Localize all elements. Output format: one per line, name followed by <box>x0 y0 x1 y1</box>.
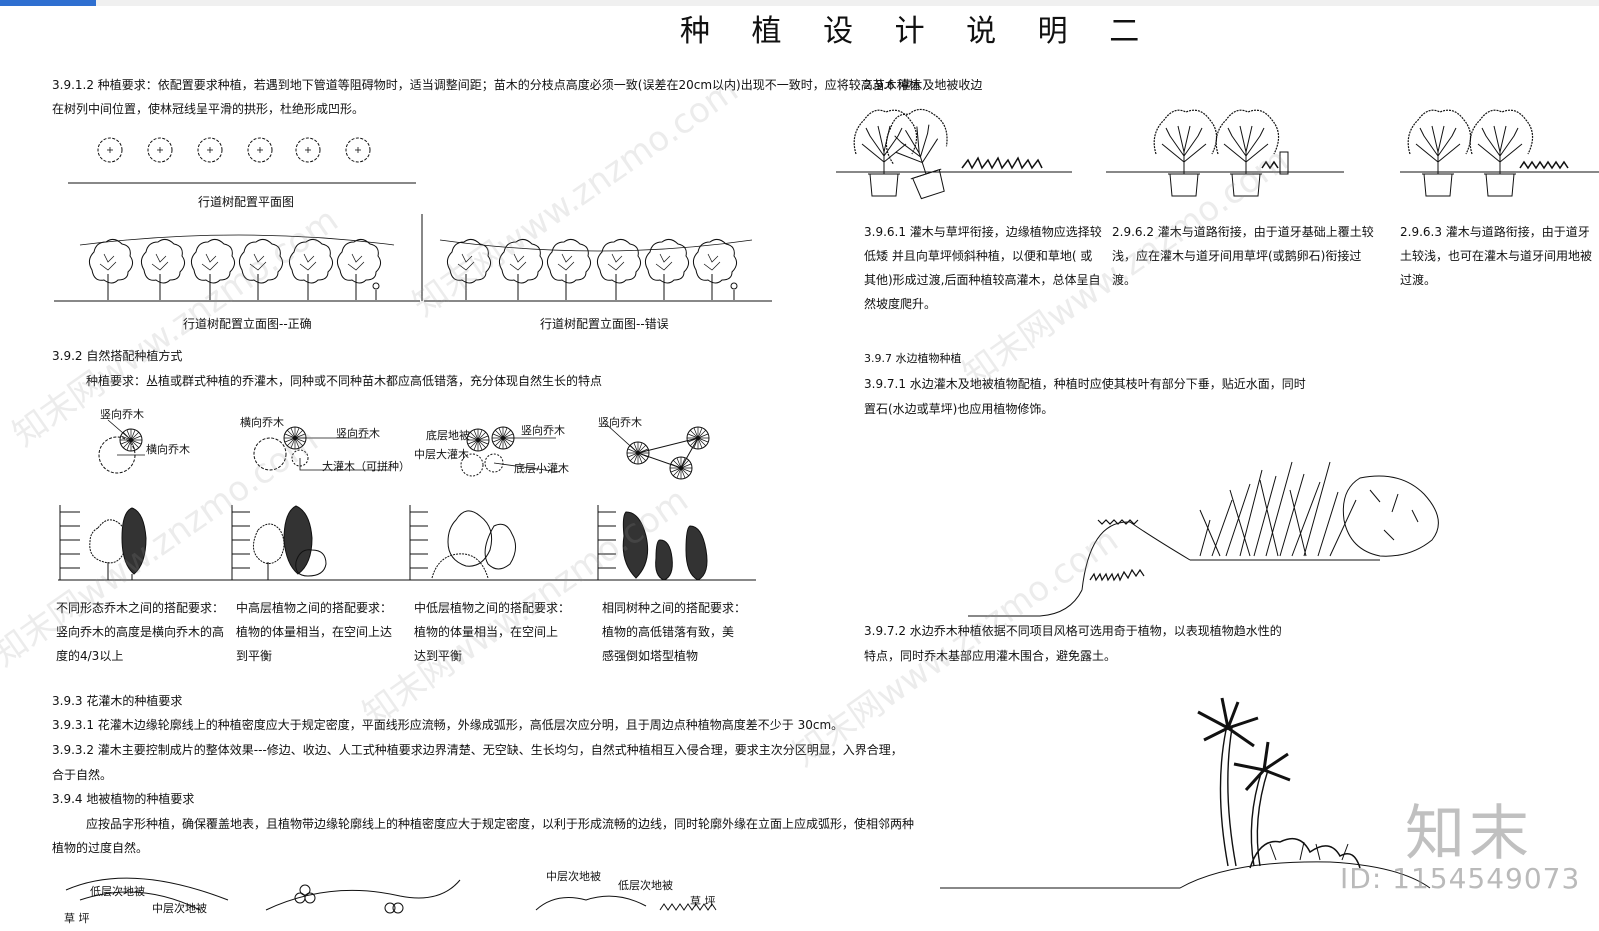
shrub-edge-sketch-3 <box>1400 109 1599 197</box>
waterside-shrub-sketch <box>968 461 1439 617</box>
section-3972-line1: 3.9.7.2 水边乔木种植依据不同项目风格可选用奇于植物，以表现植物趋水性的 <box>864 624 1282 638</box>
bottom-label-mid-1: 中层次地被 <box>152 902 207 915</box>
caption-1-line: 不同形态乔木之间的搭配要求： <box>56 601 225 615</box>
combo-diagram-4 <box>605 423 710 480</box>
diagram3-ground-label: 底层地被 <box>426 429 470 442</box>
section-3912-line1: 3.9.1.2 种植要求：依配置要求种植，若遇到地下管道等阻碍物时，适当调整间距… <box>52 78 921 92</box>
section-3972-line2: 特点，同时乔木基部应用灌木围合，避免露土。 <box>864 649 1117 663</box>
plan-label: 行道树配置平面图 <box>198 195 295 209</box>
caption-2: 中高层植物之间的搭配要求： 植物的体量相当，在空间上达 到平衡 <box>236 596 392 668</box>
section-3971-line1: 3.9.7.1 水边灌木及地被植物配植，种植时应使其枝叶有部分下垂，贴近水面，同… <box>864 377 1306 391</box>
top-bar <box>0 0 1599 6</box>
section-394-line1: 应按品字形种植，确保覆盖地表，且植物带边缘轮廓线上的种植密度应大于规定密度，以利… <box>86 817 915 831</box>
section-296: 2.9.6 灌木及地被收边 <box>864 78 983 92</box>
section-2963-line: 2.9.6.3 灌木与道路衔接，由于道牙 <box>1400 225 1590 239</box>
caption-4: 相同树种之间的搭配要求： 植物的高低错落有致，美 感强倒如塔型植物 <box>602 596 746 668</box>
diagram1-horizontal-label: 横向乔木 <box>146 443 190 456</box>
section-397: 3.9.7 水边植物种植 <box>864 352 962 365</box>
caption-3-line: 达到平衡 <box>414 649 463 663</box>
section-2962-line: 浅，应在灌木与道牙间用草坪(或鹅卵石)衔接过 <box>1112 249 1362 263</box>
diagram3-vertical-label: 竖向乔木 <box>521 424 565 437</box>
section-2963-line: 土较浅，也可在灌木与道牙间用地被 <box>1400 249 1593 263</box>
diagram3-middle-label: 中层大灌木 <box>414 448 469 461</box>
caption-4-line: 相同树种之间的搭配要求： <box>602 601 747 615</box>
caption-1-line: 度的4/3以上 <box>56 649 124 663</box>
section-394-line2: 植物的过度自然。 <box>52 841 149 855</box>
caption-3-line: 植物的体量相当，在空间上 <box>414 625 559 639</box>
elevation-correct-label: 行道树配置立面图--正确 <box>183 317 312 331</box>
diagram2-vertical-label: 竖向乔木 <box>336 427 380 440</box>
groundcover-sketches <box>65 877 717 914</box>
caption-4-line: 感强倒如塔型植物 <box>602 649 699 663</box>
caption-2-line: 植物的体量相当，在空间上达 <box>236 625 393 639</box>
section-3971-line2: 置石(水边或草坪)也应用植物修饰。 <box>864 402 1054 416</box>
caption-1: 不同形态乔木之间的搭配要求： 竖向乔木的高度是横向乔木的高 度的4/3以上 <box>56 596 224 668</box>
section-3912-line2: 在树列中间位置，使林冠线呈平滑的拱形，杜绝形成凹形。 <box>52 102 365 116</box>
plan-circles <box>97 137 371 163</box>
section-2961-line: 3.9.6.1 灌木与草坪衔接，边缘植物应选择较 <box>864 225 1102 239</box>
section-393: 3.9.3 花灌木的种植要求 <box>52 694 183 708</box>
section-2963-line: 过渡。 <box>1400 273 1437 287</box>
section-392: 3.9.2 自然搭配种植方式 <box>52 349 183 363</box>
section-2963: 2.9.6.3 灌木与道路衔接，由于道牙 土较浅，也可在灌木与道牙间用地被 过渡… <box>1400 220 1592 292</box>
section-3932-line2: 合于自然。 <box>52 768 113 782</box>
bottom-label-mid-2: 中层次地被 <box>546 870 601 883</box>
section-392-requirement: 种植要求：丛植或群式种植的乔灌木，同种或不同种苗木都应高低错落，充分体现自然生长… <box>86 374 603 388</box>
caption-3: 中低层植物之间的搭配要求： 植物的体量相当，在空间上 达到平衡 <box>414 596 570 668</box>
caption-2-line: 到平衡 <box>236 649 273 663</box>
page-title: 种 植 设 计 说 明 二 <box>680 14 1156 49</box>
section-2962-line: 2.9.6.2 灌木与道路衔接，由于道牙基础上覆土较 <box>1112 225 1374 239</box>
section-2962: 2.9.6.2 灌木与道路衔接，由于道牙基础上覆土较 浅，应在灌木与道牙间用草坪… <box>1112 220 1374 292</box>
section-2962-line: 渡。 <box>1112 273 1137 287</box>
section-3931: 3.9.3.1 花灌木边缘轮廓线上的种植密度应大于规定密度，平面线形应流畅，外缘… <box>52 718 844 732</box>
combo-diagram-1 <box>98 419 145 474</box>
image-id-watermark: ID: 1154549073 <box>1340 862 1581 895</box>
diagram1-vertical-label: 竖向乔木 <box>100 408 144 421</box>
combo-diagram-3 <box>460 426 561 477</box>
bottom-label-low-1: 低层次地被 <box>90 885 145 898</box>
caption-4-line: 植物的高低错落有致，美 <box>602 625 735 639</box>
shrub-edge-sketch-1 <box>836 102 1072 205</box>
caption-3-line: 中低层植物之间的搭配要求： <box>414 601 571 615</box>
top-bar-accent <box>0 0 96 6</box>
caption-1-line: 竖向乔木的高度是横向乔木的高 <box>56 625 225 639</box>
shrub-edge-sketch-2 <box>1106 109 1344 197</box>
section-2961-line: 其他)形成过渡,后面种植较高灌木，总体呈自 <box>864 273 1101 287</box>
diagram2-horizontal-label: 横向乔木 <box>240 416 284 429</box>
section-394: 3.9.4 地被植物的种植要求 <box>52 792 195 806</box>
caption-2-line: 中高层植物之间的搭配要求： <box>236 601 393 615</box>
brand-logo-watermark: 知末 <box>1405 799 1533 869</box>
waterside-palm-sketch <box>940 697 1431 889</box>
bottom-label-lawn-1: 草 坪 <box>64 912 90 925</box>
section-2961: 3.9.6.1 灌木与草坪衔接，边缘植物应选择较 低矮 并且向草坪倾斜种植，以便… <box>864 220 1102 316</box>
section-2961-line: 然坡度爬升。 <box>864 297 937 311</box>
section-2961-line: 低矮 并且向草坪倾斜种植，以便和草地( 或 <box>864 249 1093 263</box>
combo-elevations <box>58 505 756 581</box>
bottom-label-low-2: 低层次地被 <box>618 879 673 892</box>
section-3932-line1: 3.9.3.2 灌木主要控制成片的整体效果---修边、收边、人工式种植要求边界清… <box>52 743 903 757</box>
combo-diagram-2 <box>253 426 390 471</box>
elevation-wrong-label: 行道树配置立面图--错误 <box>540 317 669 331</box>
diagram4-vertical-label: 竖向乔木 <box>598 416 642 429</box>
